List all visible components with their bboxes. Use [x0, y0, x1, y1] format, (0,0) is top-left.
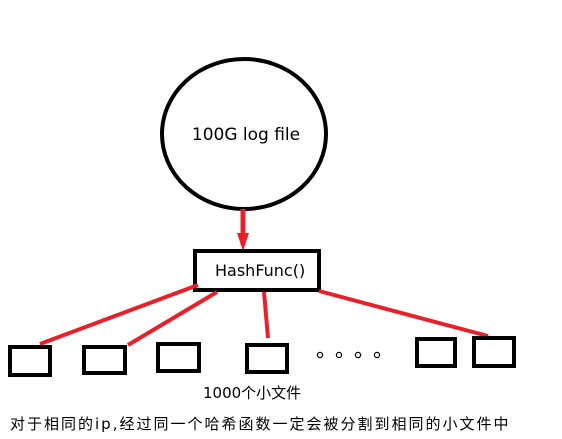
- split-line-4: [318, 289, 489, 338]
- small-files: [8, 336, 516, 377]
- ellipsis-dot-3: [354, 351, 362, 359]
- log-file-label: 100G log file: [192, 125, 300, 145]
- small-file-box-4: [245, 343, 289, 374]
- ellipsis-dot-2: [335, 351, 343, 359]
- small-file-box-6: [472, 336, 516, 368]
- split-lines: [39, 283, 489, 347]
- hash-function-box: [193, 249, 321, 292]
- hash-function-label: HashFunc(): [215, 261, 305, 280]
- hash-function-node: HashFunc(): [193, 249, 321, 292]
- arrow-to-hash: [237, 209, 249, 251]
- diagram-caption: 对于相同的ip,经过同一个哈希函数一定会被分割到相同的小文件中: [10, 415, 510, 433]
- ellipsis-dots: [316, 351, 381, 359]
- small-file-box-5: [415, 337, 457, 368]
- log-file-node: 100G log file: [160, 57, 328, 211]
- ellipsis-dot-4: [373, 351, 381, 359]
- arrow-to-hash-head: [237, 233, 249, 251]
- split-line-1: [39, 283, 199, 346]
- small-file-box-2: [82, 345, 127, 375]
- small-file-box-3: [156, 342, 201, 373]
- ellipsis-dot-1: [316, 351, 324, 359]
- small-file-box-1: [8, 345, 52, 377]
- file-count-label: 1000个小文件: [203, 384, 301, 402]
- split-line-2: [126, 290, 219, 347]
- split-line-3: [262, 291, 270, 339]
